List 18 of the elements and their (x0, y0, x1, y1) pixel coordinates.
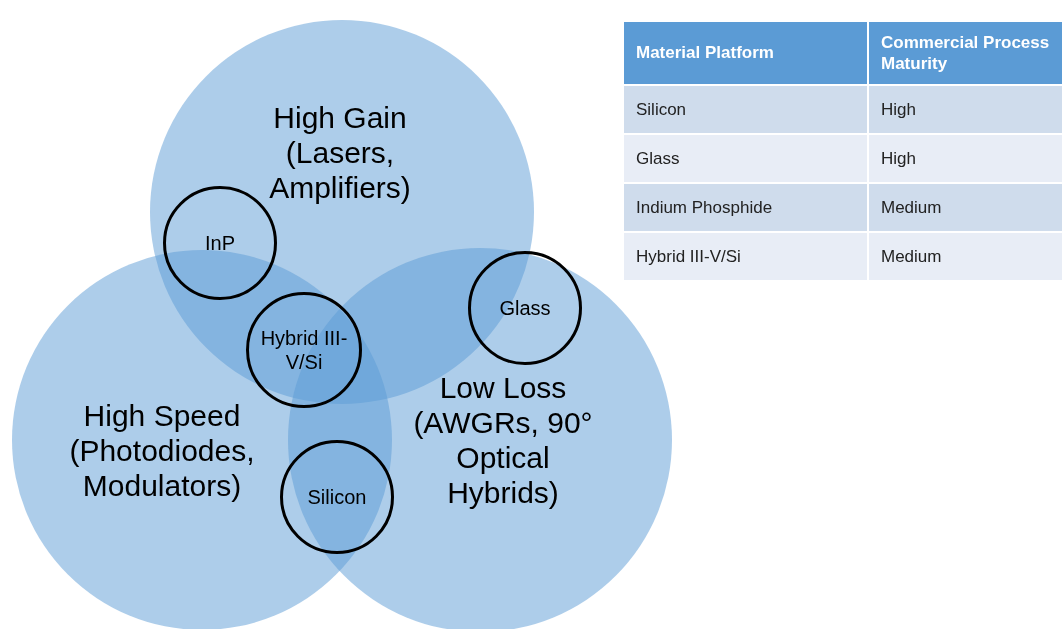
circle-label: Low Loss (AWGRs, 90° Optical Hybrids) (412, 370, 594, 511)
table-cell: Silicon (624, 86, 867, 133)
table-cell: Medium (869, 233, 1062, 280)
table-cell: Indium Phosphide (624, 184, 867, 231)
circle-label: High Speed (Photodiodes, Modulators) (68, 398, 256, 504)
circle-label: High Gain (Lasers, Amplifiers) (268, 100, 412, 206)
circle-label: Silicon (306, 485, 368, 509)
table-cell: High (869, 135, 1062, 182)
circle-label: Glass (498, 296, 552, 320)
table-cell: Medium (869, 184, 1062, 231)
material-circle (246, 292, 362, 408)
table-header-cell: Commercial Process Maturity (869, 22, 1062, 84)
circle-label: Hybrid III-V/Si (259, 326, 349, 374)
table-cell: Hybrid III-V/Si (624, 233, 867, 280)
table-header-cell: Material Platform (624, 22, 867, 84)
circle-label: InP (204, 231, 236, 255)
table-cell: Glass (624, 135, 867, 182)
table-cell: High (869, 86, 1062, 133)
